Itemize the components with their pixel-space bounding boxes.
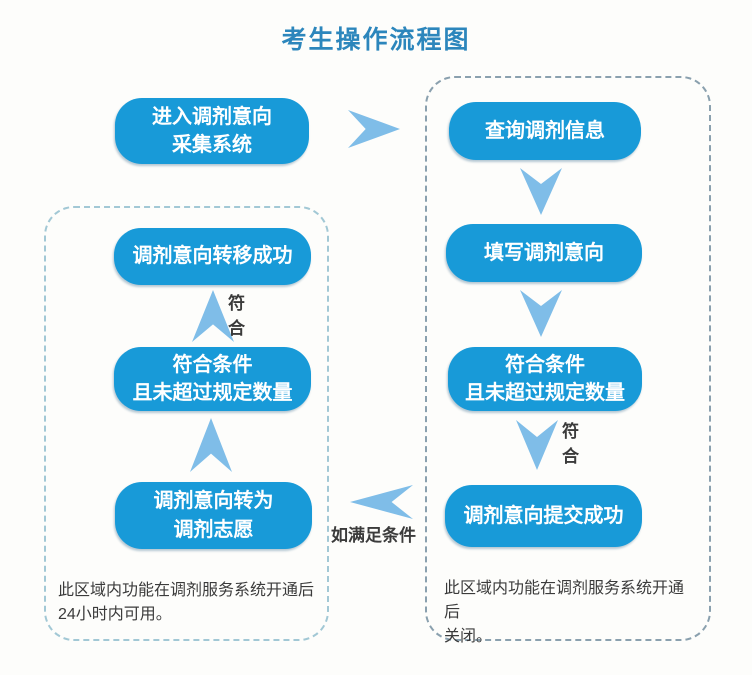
arrow-convert-to-meet-icon [190,418,232,472]
right-region-note: 此区域内功能在调剂服务系统开通后 关闭。 [444,580,685,645]
label-meet-to-submit: 符合 [562,422,579,466]
arrow-submit-to-convert-icon [350,485,413,519]
node-intent-transferred: 调剂意向转移成功 [114,228,311,285]
arrow-enter-to-query-icon [348,110,400,148]
right-region: 查询调剂信息 填写调剂意向 符合条件 且未超过规定数量 符合 调剂意向提交成功 … [425,76,711,645]
node-meet-conditions-right: 符合条件 且未超过规定数量 [448,347,642,411]
page-title: 考生操作流程图 [281,26,471,54]
node-meet-conditions-left: 符合条件 且未超过规定数量 [114,347,311,411]
node-intent-to-preference: 调剂意向转为 调剂志愿 [115,482,312,549]
label-submit-to-convert: 如满足条件 [331,526,416,545]
arrow-query-to-fill-icon [520,168,562,215]
node-intent-submitted: 调剂意向提交成功 [445,485,642,547]
left-region: 调剂意向转移成功 符合 符合条件 且未超过规定数量 调剂意向转为 调剂志愿 此区… [44,206,329,641]
arrow-meet-to-submit-icon [516,420,558,470]
arrow-fill-to-meet-icon [520,290,562,337]
node-query-adjust-info: 查询调剂信息 [449,102,641,160]
left-region-note: 此区域内功能在调剂服务系统开通后 24小时内可用。 [58,582,315,623]
node-fill-adjust-intent: 填写调剂意向 [446,224,642,282]
node-enter-collection-system: 进入调剂意向 采集系统 [115,98,309,164]
label-meet-to-transfer: 符合 [228,294,245,338]
